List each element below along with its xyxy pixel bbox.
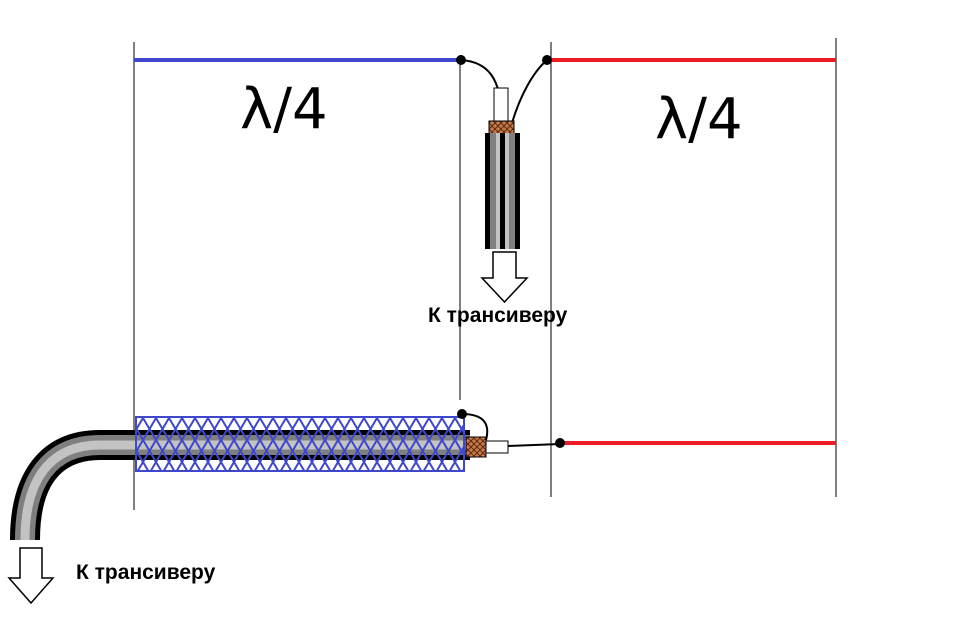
shield-braid-end	[488, 120, 515, 135]
top-dipole: К трансиверу λ/4 λ/4	[134, 55, 836, 327]
shield-lead-wire-bottom	[461, 413, 489, 441]
to-transceiver-label-top: К трансиверу	[428, 304, 568, 327]
bent-cable-core	[20, 440, 470, 541]
bottom-antenna: К трансиверу	[7, 409, 836, 605]
right-terminal-bottom	[555, 438, 565, 448]
center-lead-wire	[511, 59, 548, 124]
quarter-wave-label-right: λ/4	[655, 87, 743, 152]
down-arrow-top	[480, 251, 529, 304]
coax-dark-stripe	[500, 133, 505, 249]
shield-braid-end-bottom	[465, 436, 487, 458]
center-lead-wire-bottom	[507, 443, 561, 447]
to-transceiver-label-bottom: К трансиверу	[76, 561, 216, 584]
down-arrow-bottom	[7, 547, 55, 605]
sleeve-braid	[135, 416, 465, 472]
center-conductor-stub	[493, 87, 509, 123]
center-conductor-stub-bottom	[485, 440, 509, 454]
quarter-wave-label-left: λ/4	[240, 77, 328, 142]
